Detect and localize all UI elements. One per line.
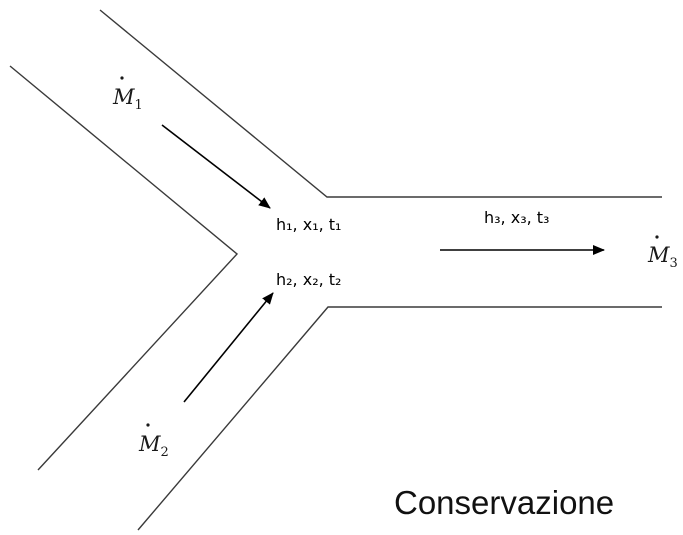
svg-text:M1: M1: [112, 85, 143, 113]
mass-flow-dot-2: [146, 423, 150, 427]
pipe-wall-center: [9, 65, 239, 471]
svg-text:M3: M3: [647, 243, 678, 271]
pipe-wall-lower: [137, 306, 662, 531]
mass-flow-symbol-2: M: [138, 432, 161, 456]
inlet-2-mass-flow-label: M2: [138, 423, 169, 460]
inlet-2-state-label: h₂, x₂, t₂: [276, 270, 341, 289]
mass-flow-subscript-1: 1: [135, 98, 143, 113]
inlet-1-mass-flow-label: M1: [112, 76, 143, 113]
pipe-wall-upper: [99, 9, 662, 198]
mass-flow-subscript-3: 3: [670, 256, 678, 271]
footer-caption: Conservazione: [394, 484, 615, 521]
mass-flow-dot-1: [120, 76, 124, 80]
mass-flow-dot-3: [655, 235, 659, 239]
svg-text:M2: M2: [138, 432, 169, 460]
mass-flow-subscript-2: 2: [161, 445, 169, 460]
outlet-3-mass-flow-label: M3: [647, 235, 678, 271]
mass-flow-symbol-3: M: [647, 243, 670, 267]
outlet-3-state-label: h₃, x₃, t₃: [484, 208, 549, 227]
inlet-1-flow-arrow: [161, 124, 271, 209]
inlet-1-state-label: h₁, x₁, t₁: [276, 215, 341, 234]
mass-flow-symbol-1: M: [112, 85, 135, 109]
inlet-2-flow-arrow: [183, 292, 274, 403]
